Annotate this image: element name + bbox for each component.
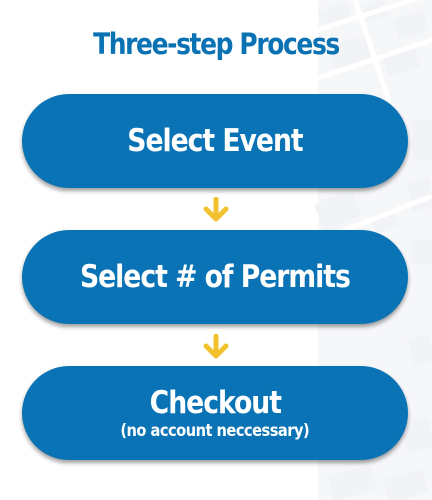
- step-select-event: Select Event: [22, 94, 408, 188]
- step-label: Checkout: [149, 384, 281, 421]
- down-arrow-icon: [203, 197, 229, 222]
- step-label: Select Event: [127, 122, 303, 159]
- down-arrow-icon: [203, 334, 229, 359]
- step-select-permits: Select # of Permits: [22, 230, 408, 324]
- step-label: Select # of Permits: [80, 258, 351, 295]
- page-title: Three-step Process: [93, 27, 340, 61]
- step-sublabel: (no account neccessary): [120, 420, 310, 441]
- step-checkout: Checkout (no account neccessary): [22, 366, 408, 460]
